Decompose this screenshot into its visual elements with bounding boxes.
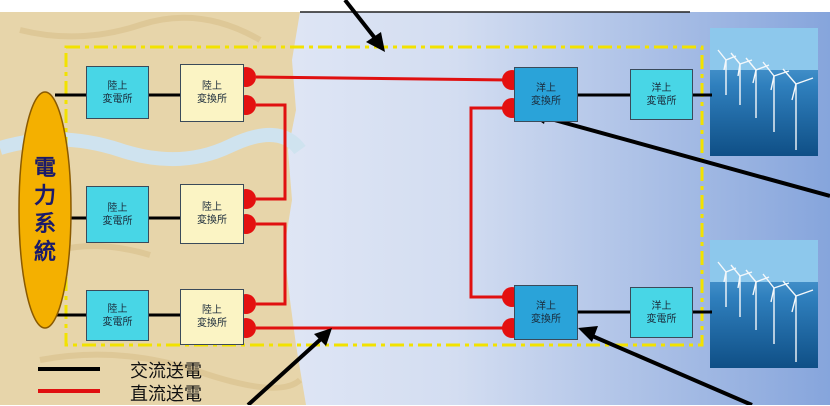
grid-char: 力 bbox=[33, 183, 57, 211]
box-line: 変換所 bbox=[197, 317, 227, 330]
box-line: 変電所 bbox=[647, 313, 677, 326]
onshore-substation: 陸上 変電所 bbox=[86, 66, 149, 119]
offshore-converter: 洋上 変換所 bbox=[514, 285, 578, 340]
power-grid-label: 電 力 系 統 bbox=[33, 155, 57, 267]
box-line: 洋上 bbox=[652, 300, 672, 313]
offshore-converter: 洋上 変換所 bbox=[514, 67, 578, 122]
box-line: 陸上 bbox=[108, 80, 128, 93]
grid-char: 統 bbox=[33, 239, 57, 267]
box-line: 洋上 bbox=[536, 82, 556, 95]
grid-char: 系 bbox=[33, 211, 57, 239]
top-band bbox=[0, 0, 830, 12]
legend-dc-label: 直流送電 bbox=[130, 380, 202, 406]
box-line: 陸上 bbox=[108, 303, 128, 316]
box-line: 陸上 bbox=[108, 202, 128, 215]
box-line: 変電所 bbox=[103, 215, 133, 228]
box-line: 変換所 bbox=[197, 93, 227, 106]
wind-farm-bottom bbox=[710, 240, 818, 368]
box-line: 変換所 bbox=[197, 214, 227, 227]
box-line: 洋上 bbox=[652, 82, 672, 95]
onshore-converter: 陸上 変換所 bbox=[180, 184, 244, 244]
onshore-substation: 陸上 変電所 bbox=[86, 186, 149, 243]
box-line: 陸上 bbox=[202, 201, 222, 214]
wind-farm-top bbox=[710, 28, 818, 156]
onshore-substation: 陸上 変電所 bbox=[86, 290, 149, 341]
offshore-substation: 洋上 変電所 bbox=[630, 69, 693, 120]
onshore-converter: 陸上 変換所 bbox=[180, 64, 244, 122]
box-line: 変換所 bbox=[531, 95, 561, 108]
box-line: 陸上 bbox=[202, 304, 222, 317]
box-line: 変換所 bbox=[531, 313, 561, 326]
box-line: 変電所 bbox=[647, 95, 677, 108]
box-line: 変電所 bbox=[103, 316, 133, 329]
box-line: 変電所 bbox=[103, 93, 133, 106]
grid-char: 電 bbox=[33, 155, 57, 183]
box-line: 陸上 bbox=[202, 80, 222, 93]
onshore-converter: 陸上 変換所 bbox=[180, 289, 244, 345]
offshore-substation: 洋上 変電所 bbox=[630, 287, 693, 338]
box-line: 洋上 bbox=[536, 300, 556, 313]
